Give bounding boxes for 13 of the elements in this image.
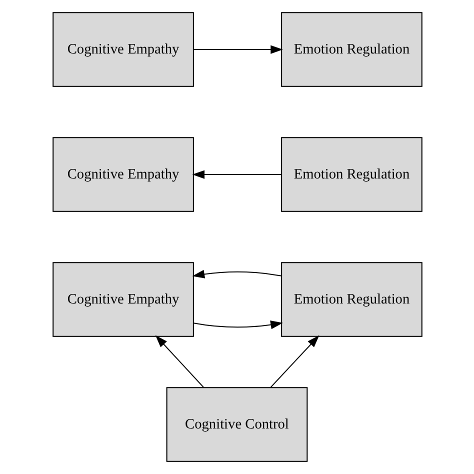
node-box: Cognitive Control	[166, 387, 308, 462]
arrow	[270, 335, 319, 388]
node-box: Emotion Regulation	[280, 12, 422, 87]
node-box: Cognitive Empathy	[52, 262, 194, 337]
arrow	[193, 45, 282, 54]
arrow	[193, 320, 282, 330]
node-box: Emotion Regulation	[280, 137, 422, 212]
arrow	[154, 335, 204, 388]
node-box: Cognitive Empathy	[52, 137, 194, 212]
arrow	[192, 270, 281, 278]
arrow	[192, 170, 281, 179]
node-box: Emotion Regulation	[280, 262, 422, 337]
node-box: Cognitive Empathy	[52, 12, 194, 87]
